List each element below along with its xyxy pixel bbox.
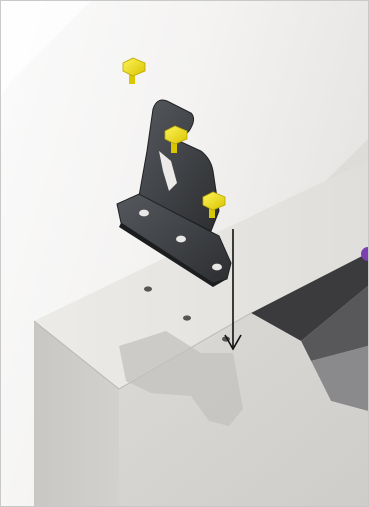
panel-hole [183,315,191,320]
bracket-hole [212,264,222,271]
bracket-hole [139,210,149,217]
panel-hole [144,286,152,291]
bracket-hole [176,236,186,243]
